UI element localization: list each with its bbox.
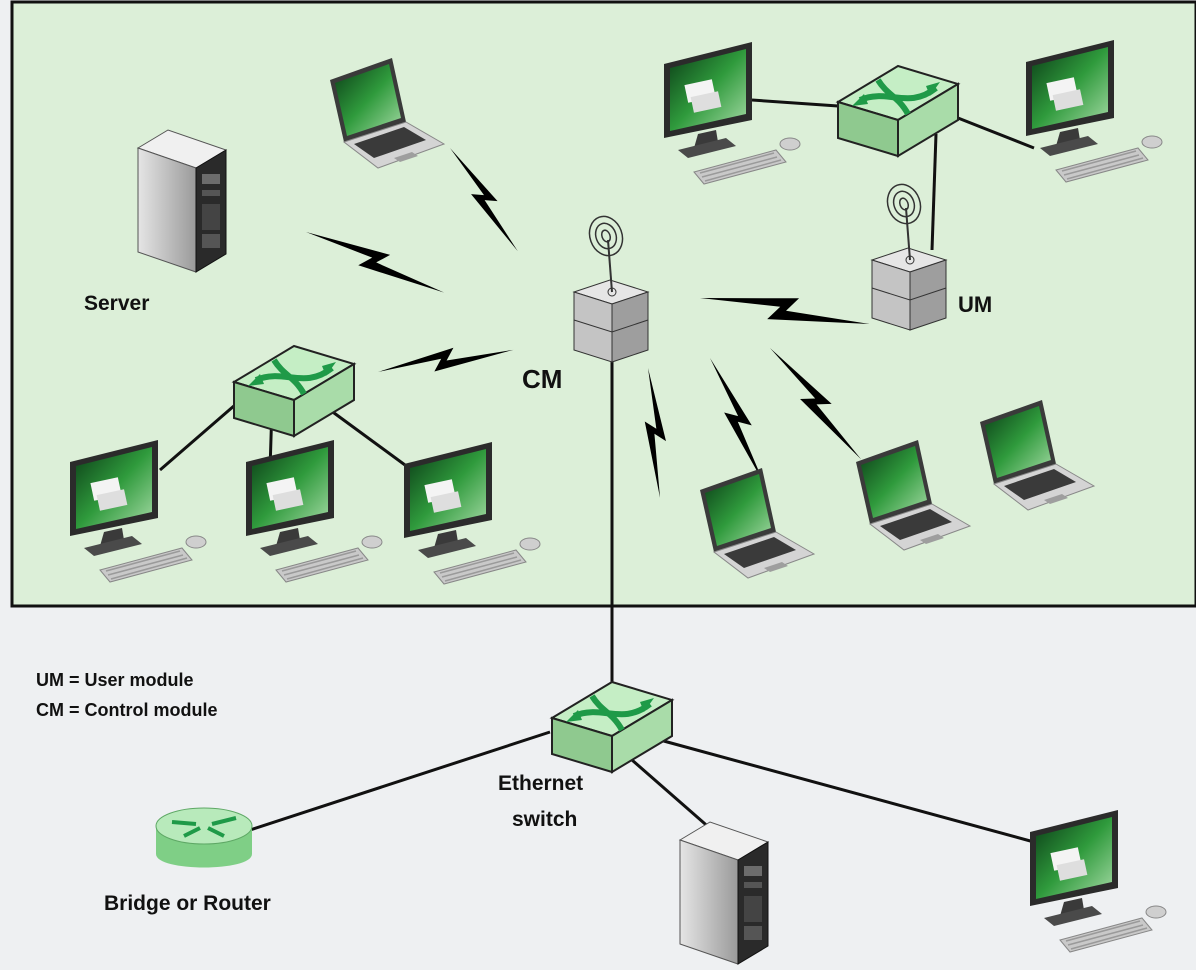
server-icon (679, 821, 769, 965)
ethernet-label-line1: Ethernet (498, 772, 583, 795)
um-label: UM (958, 292, 992, 317)
legend-cm: CM = Control module (36, 700, 218, 720)
wired-links (159, 98, 1035, 844)
bridge-router-label: Bridge or Router (104, 892, 271, 915)
server-icon (137, 129, 227, 273)
legend-um: UM = User module (36, 670, 194, 690)
server-label: Server (84, 292, 149, 315)
ethernet-label-line2: switch (512, 808, 577, 831)
router-icon (155, 807, 253, 868)
cm-label: CM (522, 364, 562, 394)
